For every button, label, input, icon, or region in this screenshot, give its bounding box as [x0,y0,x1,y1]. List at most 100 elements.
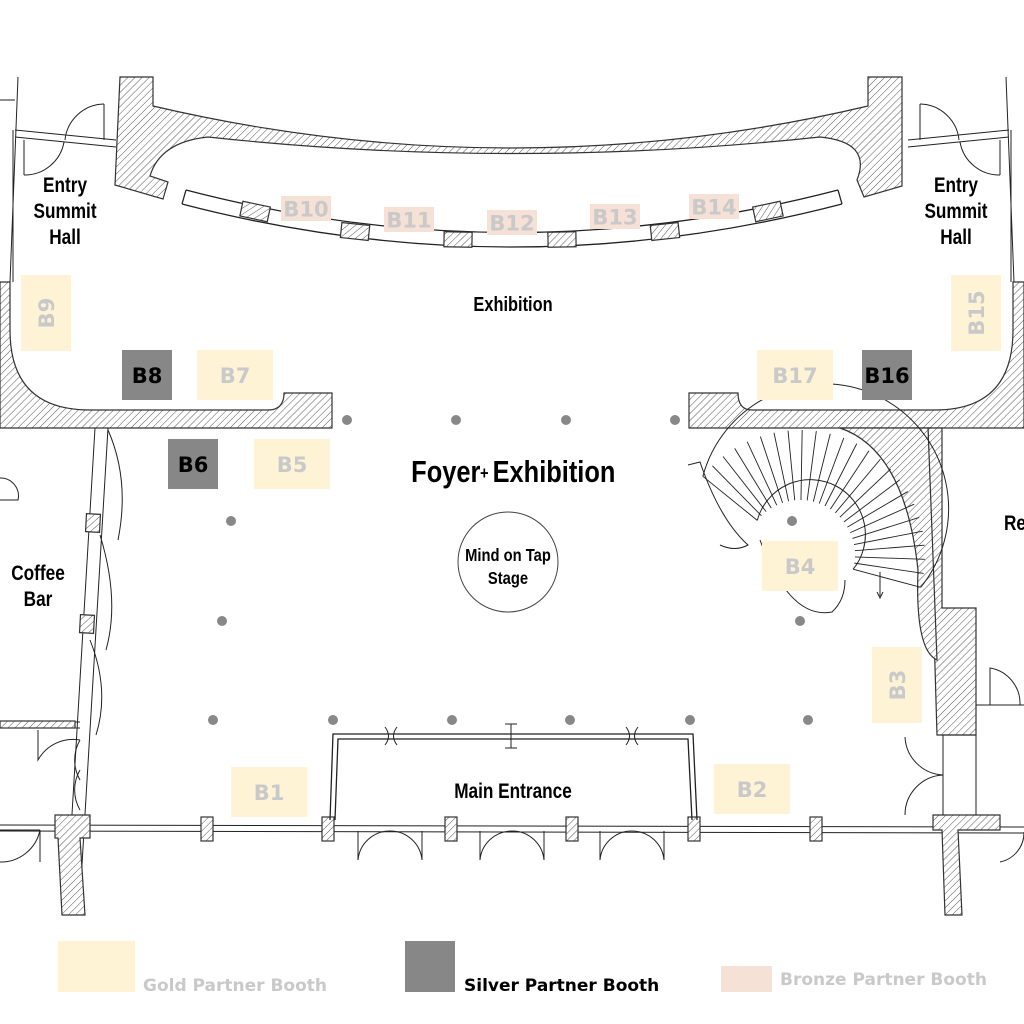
booth-area[interactable] [197,350,273,400]
partition-pier [78,614,96,634]
label-line: Mind on Tap [465,546,551,566]
entrance-markers [384,723,639,749]
booth-area[interactable] [862,350,912,400]
booth-area[interactable] [168,439,218,489]
stage-circle[interactable] [457,511,559,613]
booth-b16[interactable]: B16 [862,350,912,400]
stair-step [812,433,831,502]
coffee-bar-doors [0,477,81,863]
booth-area[interactable] [231,767,307,817]
column [208,715,218,725]
booth-label: B5 [277,453,308,477]
booth-label: B1 [254,781,285,805]
wall-pier [200,816,214,842]
booth-b7[interactable]: B7 [197,350,273,400]
booth-label: B11 [386,209,431,233]
left-corner-pier [54,814,91,916]
booth-area[interactable] [487,210,537,235]
left-upper-wall [0,281,333,429]
plus-sign: + [480,464,489,484]
coffee-bar-partition [0,427,123,916]
exhibition-label: Exhibition [473,292,552,315]
booth-b15[interactable]: B15 [951,275,1001,351]
stair-step [806,431,817,501]
stair-step [746,441,778,506]
booth-b4[interactable]: B4 [762,541,838,591]
booth-b12[interactable]: B12 [487,210,537,236]
booth-area[interactable] [689,194,739,219]
stair-step [843,479,901,523]
stair-step [853,530,923,545]
legend: Gold Partner Booth Silver Partner Booth … [58,941,987,996]
stair-step [839,468,891,518]
wall-pier [444,816,458,842]
column [670,415,680,425]
booth-b11[interactable]: B11 [384,207,434,233]
booth-b10[interactable]: B10 [281,196,331,222]
column [795,616,805,626]
stair-step [818,437,845,504]
booth-area[interactable] [872,647,922,723]
booth-label: B10 [283,198,328,222]
stair-step [824,443,858,507]
booth-b2[interactable]: B2 [714,764,790,814]
booth-area[interactable] [762,541,838,591]
booth-b13[interactable]: B13 [590,204,640,230]
booth-b9[interactable]: B9 [21,275,71,351]
label-line: Entry [43,175,87,198]
booth-area[interactable] [21,275,71,351]
booth-area[interactable] [951,275,1001,351]
column [328,715,338,725]
label-line: Stage [488,569,528,589]
booth-area[interactable] [281,196,331,221]
booth-area[interactable] [254,439,330,489]
stair-step [722,456,767,512]
entry-left-door [0,99,105,176]
top-wall [114,76,903,200]
main-entrance-box [329,733,698,821]
booth-area[interactable] [757,350,833,400]
booth-area[interactable] [590,204,640,229]
booth-label: B12 [489,212,534,236]
column [451,415,461,425]
stair-step [854,562,924,574]
booth-area[interactable] [714,764,790,814]
stair-step [850,503,915,534]
entry-summit-hall-right-label: Entry Summit Hall [924,175,988,250]
stair-step [702,475,758,521]
stair-step [773,432,790,502]
booth-label: B4 [785,555,816,579]
booth-area[interactable] [384,207,434,232]
booth-label: B16 [864,364,909,388]
legend-silver-swatch [405,941,455,992]
legend-silver-label: Silver Partner Booth [464,976,659,996]
booth-b14[interactable]: B14 [689,194,739,220]
booth-b1[interactable]: B1 [231,767,307,817]
booth-b5[interactable]: B5 [254,439,330,489]
booth-label: B8 [132,364,163,388]
stair-step [829,450,870,510]
booth-b3[interactable]: B3 [872,647,922,723]
booth-b8[interactable]: B8 [122,350,172,400]
stair-step [759,436,783,503]
entry-summit-hall-left-label: Entry Summit Hall [33,175,97,250]
right-vestibule [904,667,1024,863]
entry-right-door [919,103,1001,176]
wall-pier [687,816,701,842]
legend-gold-label: Gold Partner Booth [143,976,327,996]
booth-area[interactable] [122,350,172,400]
partition-pier [239,200,272,223]
partition-pier [339,221,371,242]
booth-label: B3 [886,670,910,701]
booth-b6[interactable]: B6 [168,439,218,489]
wall-pier [565,816,579,842]
right-corner-pier [932,814,1001,916]
partition-pier [84,513,102,533]
booth-b17[interactable]: B17 [757,350,833,400]
legend-bronze-label: Bronze Partner Booth [780,970,987,990]
foyer-word: Foyer [411,455,480,490]
stair-step [787,430,796,501]
booth-label: B14 [691,196,736,220]
